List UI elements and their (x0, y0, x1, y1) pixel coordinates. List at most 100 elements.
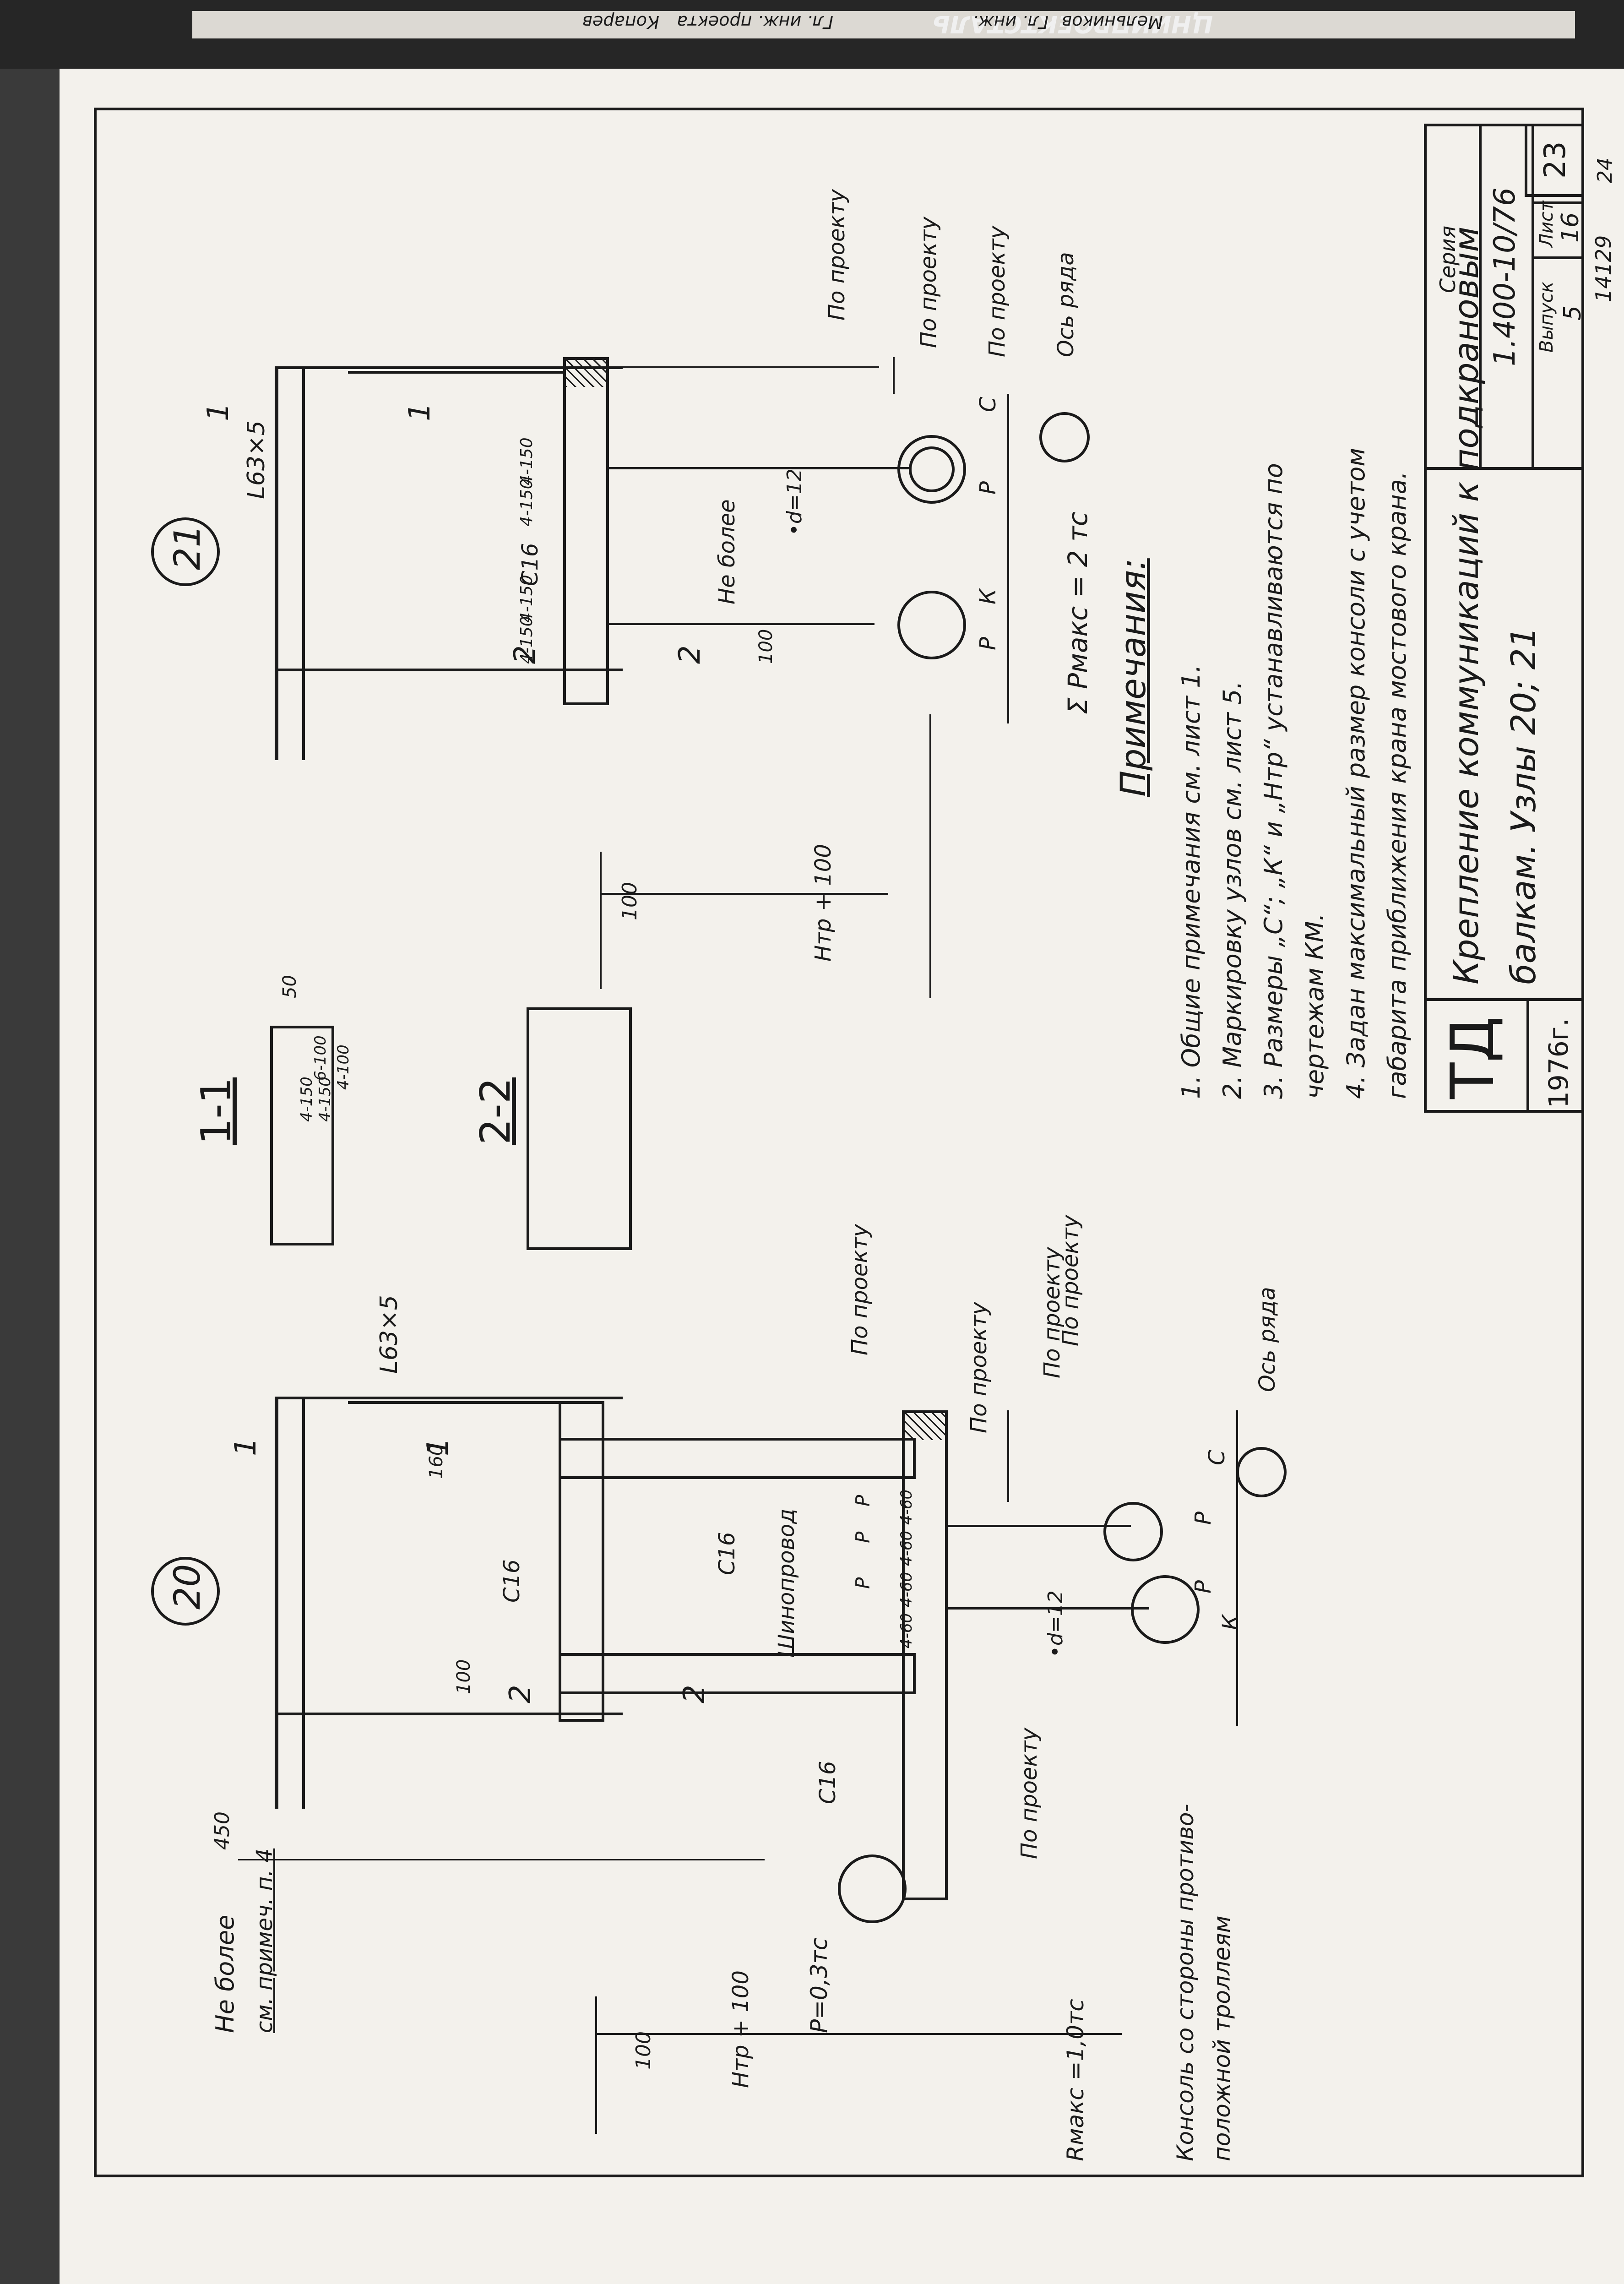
hanger-rod (609, 623, 874, 625)
n20-p-b: P (852, 1531, 874, 1543)
pipe-1-inner (909, 446, 955, 492)
n20-po-proektu-5: По проекту (1016, 1728, 1042, 1859)
n20-p-c: P (852, 1577, 874, 1589)
console-c16 (563, 357, 609, 705)
scan-edge (0, 0, 60, 2284)
dim-line (600, 852, 602, 989)
n21-po-proektu-1: По проекту (824, 189, 850, 321)
sheet-label: Лист (1536, 201, 1557, 247)
series-value: 1.400-10/76 (1488, 187, 1522, 366)
notes-heading: Примечания: (1113, 558, 1153, 797)
n20-weld-c: 4-60 (897, 1572, 916, 1607)
girder-web (275, 366, 623, 369)
hanger-c16-left (559, 1438, 916, 1479)
node-20-number-label: 20 (167, 1564, 208, 1610)
stamp-cell-1: Гл. инж. проекта (677, 12, 833, 32)
n21-angle: L63×5 (243, 420, 270, 499)
stamp-cells (192, 11, 1575, 38)
n21-po-proektu-2: По проекту (916, 217, 941, 348)
n20-c16a: С16 (499, 1559, 525, 1603)
year: 1976г. (1543, 1018, 1574, 1108)
n20-rmax: Rмакс =1,0тс (1062, 1999, 1089, 2161)
hanger-rod (609, 467, 911, 469)
pipe-2 (897, 591, 966, 659)
n20-sec-1a: 1 (229, 1437, 263, 1456)
section-2-2-title: 2-2 (472, 1077, 520, 1145)
pipe-p03 (838, 1854, 907, 1923)
s11-weld-mid: 4-150 (316, 1077, 334, 1122)
title-block-divider (1532, 124, 1534, 467)
title-line-2: балкам. Узлы 20; 21 (1504, 626, 1543, 984)
n20-dim450: 450 (211, 1811, 234, 1850)
s11-weld-right: 6-100 (311, 1035, 330, 1081)
console-hatch (904, 1413, 945, 1440)
row-axis-marker (1236, 1447, 1287, 1497)
n21-ne-bolee: Не более (714, 499, 740, 604)
n20-po-proektu-4: По проекту (1058, 1215, 1083, 1346)
title-block-divider (1424, 467, 1584, 470)
angle-l63 (348, 371, 563, 374)
title-block-divider (1479, 124, 1482, 467)
section-1-1-drawing (270, 1026, 334, 1245)
dim-line (595, 1996, 597, 2134)
dim-line (1007, 1410, 1009, 1502)
n21-c: С (975, 397, 1001, 412)
n21-sec-2b: 2 (673, 645, 707, 664)
n20-weld-a: 4-60 (897, 1489, 916, 1525)
s11-dim50: 50 (279, 975, 300, 998)
pipe-2 (1131, 1575, 1200, 1644)
n20-sec-2b: 2 (678, 1685, 712, 1703)
title-line-1: Крепление коммуникаций к подкрановым (1447, 226, 1486, 984)
title-block-divider (1532, 256, 1584, 259)
n21-sec-2a: 2 (508, 645, 542, 664)
note-3: 3. Размеры „С“; „К“ и „Нтр“ устанавливаю… (1259, 463, 1288, 1099)
n20-shinoprovod: Шинопровод (774, 1508, 799, 1658)
dim-line (238, 1859, 765, 1860)
n20-po-proektu-3: По проекту (966, 1302, 992, 1433)
dim-line (600, 893, 888, 895)
n20-konsol-2: положной троллеям (1209, 1915, 1235, 2161)
console-c16-lower (902, 1410, 948, 1900)
section-2-2-drawing (527, 1007, 632, 1250)
td-box (1424, 998, 1529, 1113)
n20-sec-2a: 2 (504, 1685, 538, 1703)
inventory-number: 14129 (1591, 235, 1616, 302)
s11-weld-top: 4-150 (298, 1077, 316, 1122)
n21-d12: •d=12 (783, 468, 806, 536)
sheet-value: 16 (1557, 212, 1584, 243)
n20-po-proektu-1: По проекту (847, 1224, 873, 1355)
stamp-cell-3: Гл. инж. (972, 12, 1048, 32)
n21-dim100: 100 (755, 629, 777, 664)
hanger-c16-right (559, 1653, 916, 1694)
n21-sum: Σ Pмакс = 2 тс (1062, 511, 1093, 714)
node-21-number-label: 21 (167, 524, 208, 570)
n20-p-d: P (1190, 1512, 1216, 1525)
note-1: 1. Общие примечания см. лист 1. (1177, 664, 1206, 1099)
n20-sec-1b: 1 (421, 1437, 455, 1456)
girder-web (275, 1713, 623, 1715)
note-2: 2. Маркировку узлов см. лист 5. (1218, 681, 1247, 1099)
node-21-marker (151, 517, 220, 586)
td-mark: ТД (1438, 1016, 1507, 1099)
sheet-frame (94, 108, 1584, 2177)
n21-axis: Ось ряда (1053, 252, 1079, 357)
girder-flange (302, 1397, 305, 1809)
n20-p-a: P (852, 1495, 874, 1506)
girder-flange (302, 366, 305, 760)
n20-c: С (1204, 1450, 1230, 1465)
n20-k: К (1218, 1614, 1244, 1630)
girder-flange (275, 366, 278, 760)
girder-flange (275, 1397, 278, 1809)
n21-sec-1a: 1 (201, 402, 235, 421)
title-block-divider (1532, 201, 1584, 204)
n21-left100: 100 (618, 882, 641, 920)
n20-sm-primech: см. примеч. п. 4 (252, 1848, 277, 2033)
section-1-1-title: 1-1 (192, 1077, 240, 1145)
girder-web (275, 1397, 623, 1399)
issue-label: Выпуск (1536, 282, 1557, 353)
n20-p-e: P (1190, 1580, 1216, 1593)
n20-htr: Нтр + 100 (728, 1970, 754, 2088)
note-4-cont: габарита приближения крана мостового кра… (1383, 471, 1412, 1099)
console-c16-upper (559, 1401, 604, 1722)
dim-line (1007, 394, 1009, 723)
